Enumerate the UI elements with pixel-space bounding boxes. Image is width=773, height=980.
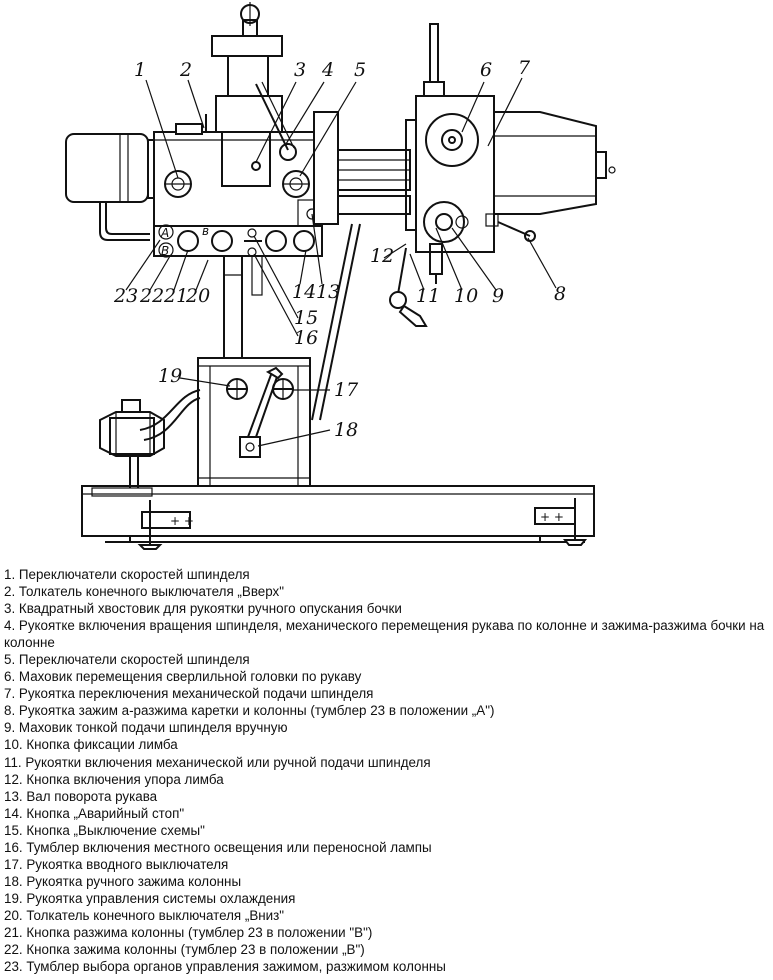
- callout-20: 20: [185, 285, 210, 307]
- legend-item: 4. Рукоятке включения вращения шпинделя,…: [4, 618, 765, 651]
- legend-item: 6. Маховик перемещения сверлильной голов…: [4, 669, 362, 685]
- mark-a: A: [160, 226, 169, 240]
- callout-6: 6: [480, 59, 492, 81]
- radial-drill-press-illustration: + + + +: [65, 2, 616, 550]
- callout-16: 16: [294, 327, 318, 349]
- leader-lines: [125, 77, 557, 447]
- callout-23: 23: [113, 285, 138, 307]
- mark-b: B: [161, 244, 169, 258]
- legend-item: 3. Квадратный хвостовик для рукоятки руч…: [4, 601, 402, 617]
- legend-item: 14. Кнопка „Аварийный стоп": [4, 805, 185, 821]
- legend-item: 9. Маховик тонкой подачи шпинделя вручну…: [4, 720, 288, 736]
- callout-2: 2: [179, 59, 192, 81]
- callout-22: 22: [139, 285, 164, 307]
- legend-item: 20. Толкатель конечного выключателя „Вни…: [4, 907, 285, 923]
- legend-item: 11. Рукоятки включения механической или …: [4, 754, 431, 770]
- callout-8: 8: [554, 283, 566, 305]
- callout-19: 19: [158, 365, 182, 387]
- mark-b-small: в: [202, 224, 209, 238]
- callout-21: 21: [163, 285, 188, 307]
- legend-item: 13. Вал поворота рукава: [4, 788, 158, 804]
- machine-base: + + + +: [81, 485, 595, 550]
- spindle-head: A B в: [65, 2, 323, 258]
- legend-item: 8. Рукоятка зажим а-разжима каретки и ко…: [4, 703, 495, 719]
- plus-mark-right: + +: [540, 510, 564, 524]
- legend-item: 19. Рукоятка управления системы охлажден…: [4, 890, 296, 906]
- legend-item: 10. Кнопка фиксации лимба: [4, 737, 178, 753]
- callout-4: 4: [321, 59, 334, 81]
- callout-17: 17: [334, 379, 359, 401]
- callout-12: 12: [370, 245, 394, 267]
- legend-item: 22. Кнопка зажима колонны (тумблер 23 в …: [4, 942, 365, 958]
- callout-15: 15: [294, 307, 318, 329]
- legend-item: 23. Тумблер выбора органов управления за…: [4, 959, 446, 975]
- callout-14: 14: [292, 281, 316, 303]
- legend-item: 7. Рукоятка переключения механической по…: [4, 686, 374, 702]
- legend-item: 5. Переключатели скоростей шпинделя: [4, 652, 250, 668]
- legend-item: 1. Переключатели скоростей шпинделя: [4, 567, 250, 582]
- legend-item: 15. Кнопка „Выключение схемы": [4, 822, 205, 838]
- callout-1: 1: [134, 59, 146, 81]
- callout-5: 5: [354, 59, 366, 81]
- legend-item: 18. Рукоятка ручного зажима колонны: [4, 873, 242, 889]
- arm: [311, 111, 411, 421]
- callout-labels: 1 2 3 4 5 6 7 8 9 10 11 12 13 14 15 16 1…: [113, 57, 566, 441]
- callout-11: 11: [416, 285, 440, 307]
- callout-9: 9: [492, 285, 504, 307]
- callout-7: 7: [518, 57, 531, 79]
- coolant-pump: [91, 389, 201, 497]
- callout-13: 13: [316, 281, 340, 303]
- callout-3: 3: [294, 59, 306, 81]
- legend-item: 21. Кнопка разжима колонны (тумблер 23 в…: [4, 924, 373, 940]
- column: [223, 254, 263, 358]
- callout-18: 18: [334, 419, 358, 441]
- legend-list: 1. Переключатели скоростей шпинделя 2. Т…: [4, 566, 769, 975]
- callout-10: 10: [454, 285, 478, 307]
- legend-item: 17. Рукоятка вводного выключателя: [4, 856, 229, 872]
- column-pedestal: [197, 357, 311, 487]
- drilling-head: [389, 23, 616, 327]
- machine-drawing: + + + +: [65, 2, 616, 550]
- legend-item: 2. Толкатель конечного выключателя „Ввер…: [4, 584, 284, 600]
- plus-mark-left: + +: [170, 514, 194, 528]
- legend-item: 16. Тумблер включения местного освещения…: [4, 839, 432, 855]
- legend-item: 12. Кнопка включения упора лимба: [4, 771, 224, 787]
